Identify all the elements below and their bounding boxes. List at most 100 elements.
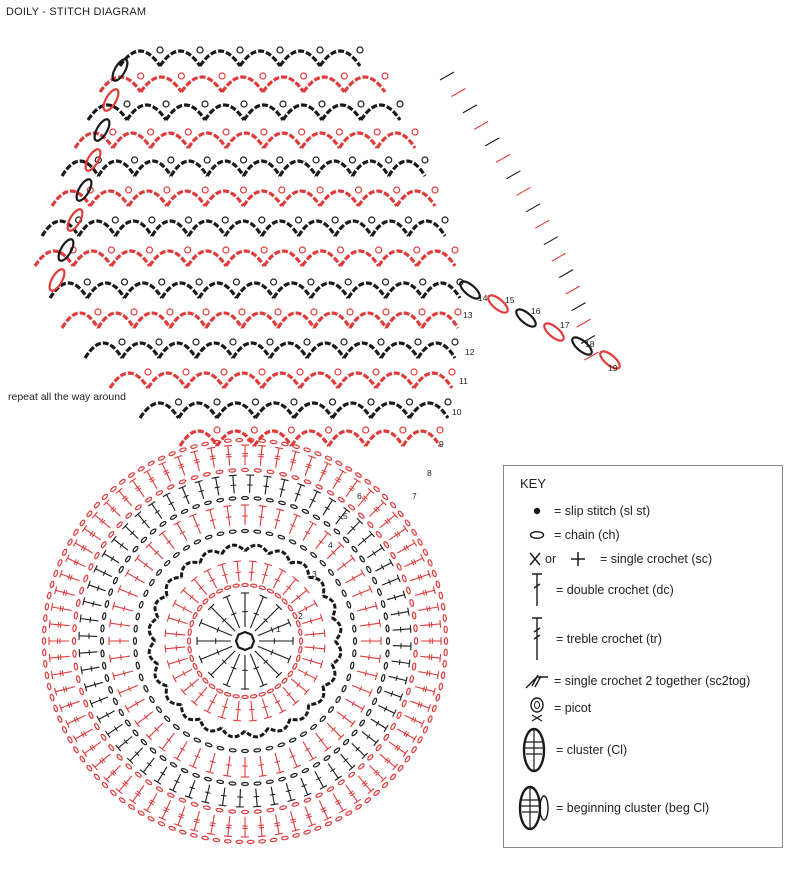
- stitch-top: [324, 645, 325, 653]
- chain-stitch: [417, 539, 423, 546]
- crochet-stitch: [303, 742, 313, 759]
- stitch-top: [324, 629, 325, 637]
- chain-stitch: [181, 509, 188, 515]
- crochet-stitch: [346, 480, 358, 496]
- stitch-bar: [425, 687, 426, 692]
- stitch-top: [219, 805, 227, 806]
- crochet-stitch: [357, 671, 376, 676]
- chain-stitch: [156, 569, 163, 576]
- chain-stitch: [100, 541, 106, 548]
- crochet-stitch: [110, 623, 130, 626]
- chain-stitch: [62, 726, 68, 733]
- crochet-stitch: [119, 491, 132, 506]
- chain-stitch: [168, 826, 175, 831]
- crochet-stitch: [137, 558, 153, 570]
- picot-stitch: [197, 47, 203, 53]
- crochet-stitch: [227, 506, 230, 526]
- stitch-bar: [91, 666, 92, 672]
- crochet-stitch: [256, 789, 257, 807]
- chain-stitch: [113, 698, 119, 705]
- chain-stitch: [132, 546, 139, 553]
- picot-stitch: [241, 157, 247, 163]
- stitch-top: [384, 725, 388, 732]
- key-title: KEY: [520, 476, 546, 491]
- picot-stitch: [251, 427, 257, 433]
- crochet-stitch: [346, 573, 363, 583]
- chain-arch: [344, 343, 381, 358]
- chain-stitch: [43, 626, 47, 633]
- crochet-stitch: [228, 446, 230, 466]
- chain-stitch: [281, 836, 288, 840]
- chain-arch: [88, 105, 127, 120]
- stitch-top: [51, 603, 52, 611]
- chain-stitch: [242, 584, 248, 587]
- chain-stitch: [267, 808, 274, 812]
- chain-arch: [244, 191, 282, 206]
- chain-stitch: [183, 545, 190, 551]
- picot-stitch: [407, 399, 413, 405]
- chain-stitch: [310, 724, 317, 731]
- chain-stitch: [267, 470, 274, 474]
- picot-stitch: [374, 129, 380, 135]
- crochet-stitch: [258, 646, 289, 659]
- stitch-bar: [350, 486, 355, 489]
- chain-stitch: [358, 763, 365, 770]
- picot-stitch: [267, 339, 273, 345]
- picot-stitch: [145, 369, 151, 375]
- picot-stitch: [452, 339, 458, 345]
- picot-stitch: [132, 157, 138, 163]
- chain-stitch: [53, 705, 58, 712]
- key-label-chain: = chain (ch): [554, 528, 620, 542]
- chain-stitch: [73, 650, 77, 657]
- crochet-stitch: [205, 785, 209, 803]
- chain-stitch: [319, 715, 326, 722]
- chain-arch: [188, 133, 226, 148]
- stitch-top: [293, 577, 299, 582]
- chain-stitch: [190, 444, 197, 449]
- crochet-stitch: [260, 756, 263, 776]
- crochet-stitch: [211, 814, 214, 834]
- chain-arch: [262, 221, 299, 236]
- chain-stitch: [236, 438, 243, 441]
- chain-stitch: [345, 466, 352, 472]
- doily-fan-section: [35, 47, 622, 446]
- chain-stitch: [132, 729, 139, 736]
- crochet-stitch: [138, 514, 150, 528]
- chain-stitch: [328, 569, 335, 576]
- chain-stitch: [205, 535, 212, 540]
- chain-loop: [166, 577, 181, 596]
- crochet-stitch: [298, 669, 316, 678]
- chain-stitch: [386, 650, 390, 657]
- chain-arch: [278, 313, 314, 328]
- chain-stitch: [136, 662, 140, 669]
- chain-stitch: [67, 539, 73, 546]
- stitch-top: [389, 559, 393, 566]
- picot-stitch: [219, 73, 225, 79]
- crochet-stitch: [271, 787, 274, 805]
- stitch-top: [320, 785, 327, 789]
- chain-arch: [148, 373, 186, 388]
- stitch-top: [73, 736, 77, 743]
- stitch-top: [165, 645, 166, 653]
- picot-stitch: [296, 217, 302, 223]
- stitch-top: [340, 469, 347, 473]
- stitch-top: [314, 600, 318, 607]
- chain-stitch: [229, 469, 236, 473]
- chain-stitch: [438, 592, 443, 599]
- chain-stitch: [217, 498, 224, 502]
- chain-stitch: [170, 762, 177, 768]
- picot-stitch: [319, 101, 325, 107]
- chain-stitch: [167, 484, 175, 490]
- stitch-top: [233, 561, 241, 562]
- chain-stitch: [143, 685, 149, 692]
- chain-stitch: [189, 620, 194, 627]
- chain-stitch: [116, 754, 123, 761]
- picot-stitch: [203, 309, 209, 315]
- crochet-stitch: [418, 607, 438, 610]
- chain-loop: [268, 551, 290, 563]
- crochet-stitch: [127, 699, 144, 709]
- chain-stitch: [138, 810, 145, 816]
- chain-stitch: [335, 696, 341, 703]
- chain-stitch: [333, 747, 340, 754]
- crochet-stitch: [174, 603, 192, 612]
